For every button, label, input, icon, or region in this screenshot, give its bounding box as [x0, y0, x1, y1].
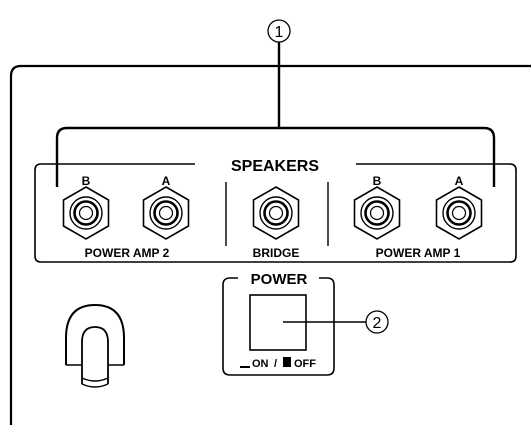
- bridge-label: BRIDGE: [253, 246, 300, 260]
- bridge-jack[interactable]: [252, 186, 300, 240]
- amp2-jack-b[interactable]: [62, 186, 110, 240]
- amp2-jack-a[interactable]: [142, 186, 190, 240]
- speakers-title: SPEAKERS: [231, 158, 319, 175]
- callout-2: 2: [283, 310, 389, 334]
- power-title: POWER: [251, 271, 308, 288]
- amp1-jack-b[interactable]: [353, 186, 401, 240]
- speakers-frame: [34, 163, 517, 263]
- off-position-icon: [283, 357, 291, 367]
- speakers-section: SPEAKERS B A POWER AMP 2 BRIDGE B: [34, 158, 517, 263]
- device-panel-outline: [9, 64, 531, 425]
- callout-1-number: 1: [275, 24, 284, 41]
- amp1-jack-b-label: B: [373, 174, 382, 188]
- callout-1: 1: [55, 19, 496, 187]
- on-off-separator: /: [274, 358, 277, 370]
- on-off-legend: ON / OFF: [240, 357, 316, 370]
- amp2-jack-b-label: B: [82, 174, 91, 188]
- callout-2-number: 2: [373, 315, 382, 332]
- power-cord-icon: [65, 303, 125, 388]
- power-amp-1-label: POWER AMP 1: [376, 246, 461, 260]
- amp1-jack-a[interactable]: [435, 186, 483, 240]
- power-amp-2-label: POWER AMP 2: [85, 246, 170, 260]
- off-label: OFF: [294, 358, 316, 370]
- on-label: ON: [252, 358, 269, 370]
- amp2-jack-a-label: A: [162, 174, 171, 188]
- amp1-jack-a-label: A: [455, 174, 464, 188]
- power-section: POWER ON / OFF: [222, 271, 335, 376]
- power-frame: [222, 277, 335, 376]
